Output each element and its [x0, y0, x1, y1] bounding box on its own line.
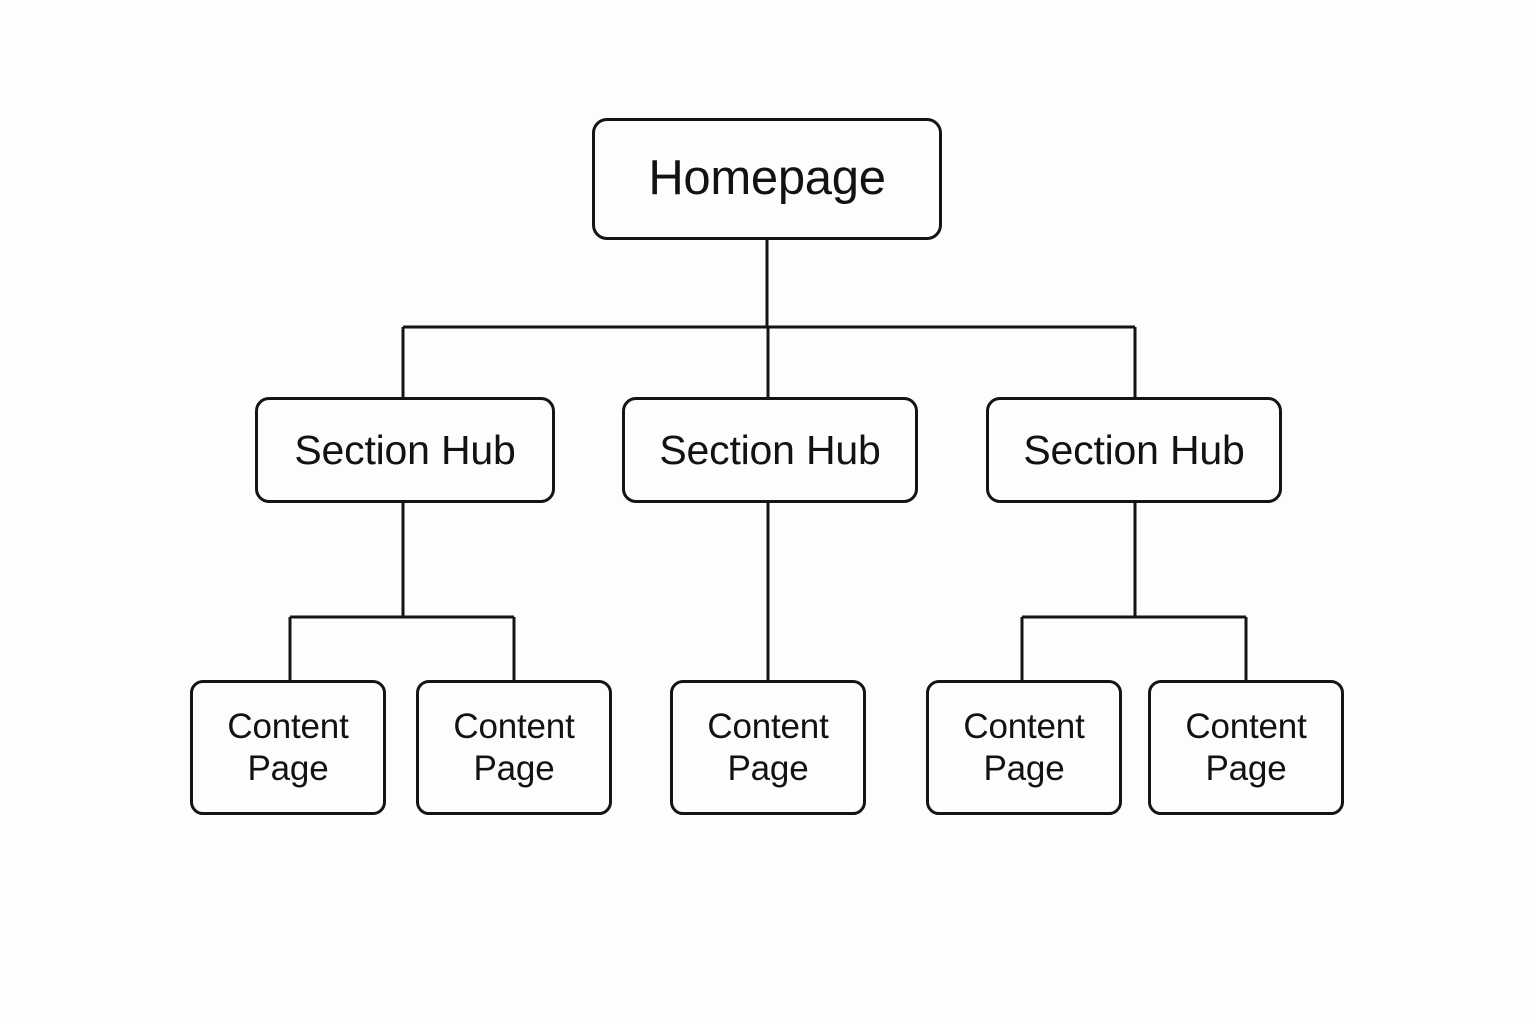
node-content-page-2[interactable]: Content Page	[416, 680, 612, 815]
node-section-hub-3[interactable]: Section Hub	[986, 397, 1282, 503]
node-content-page-5[interactable]: Content Page	[1148, 680, 1344, 815]
node-section-hub-3-label: Section Hub	[1023, 426, 1245, 473]
node-section-hub-1[interactable]: Section Hub	[255, 397, 555, 503]
node-content-page-5-label: Content Page	[1185, 707, 1307, 788]
node-content-page-4-label: Content Page	[963, 707, 1085, 788]
node-content-page-4[interactable]: Content Page	[926, 680, 1122, 815]
node-content-page-2-label: Content Page	[453, 707, 575, 788]
node-content-page-3-label: Content Page	[707, 707, 829, 788]
node-content-page-1-label: Content Page	[227, 707, 349, 788]
node-homepage-label: Homepage	[648, 151, 886, 206]
node-homepage[interactable]: Homepage	[592, 118, 942, 240]
node-section-hub-1-label: Section Hub	[294, 426, 516, 473]
node-content-page-3[interactable]: Content Page	[670, 680, 866, 815]
node-section-hub-2-label: Section Hub	[659, 426, 881, 473]
node-content-page-1[interactable]: Content Page	[190, 680, 386, 815]
node-section-hub-2[interactable]: Section Hub	[622, 397, 918, 503]
